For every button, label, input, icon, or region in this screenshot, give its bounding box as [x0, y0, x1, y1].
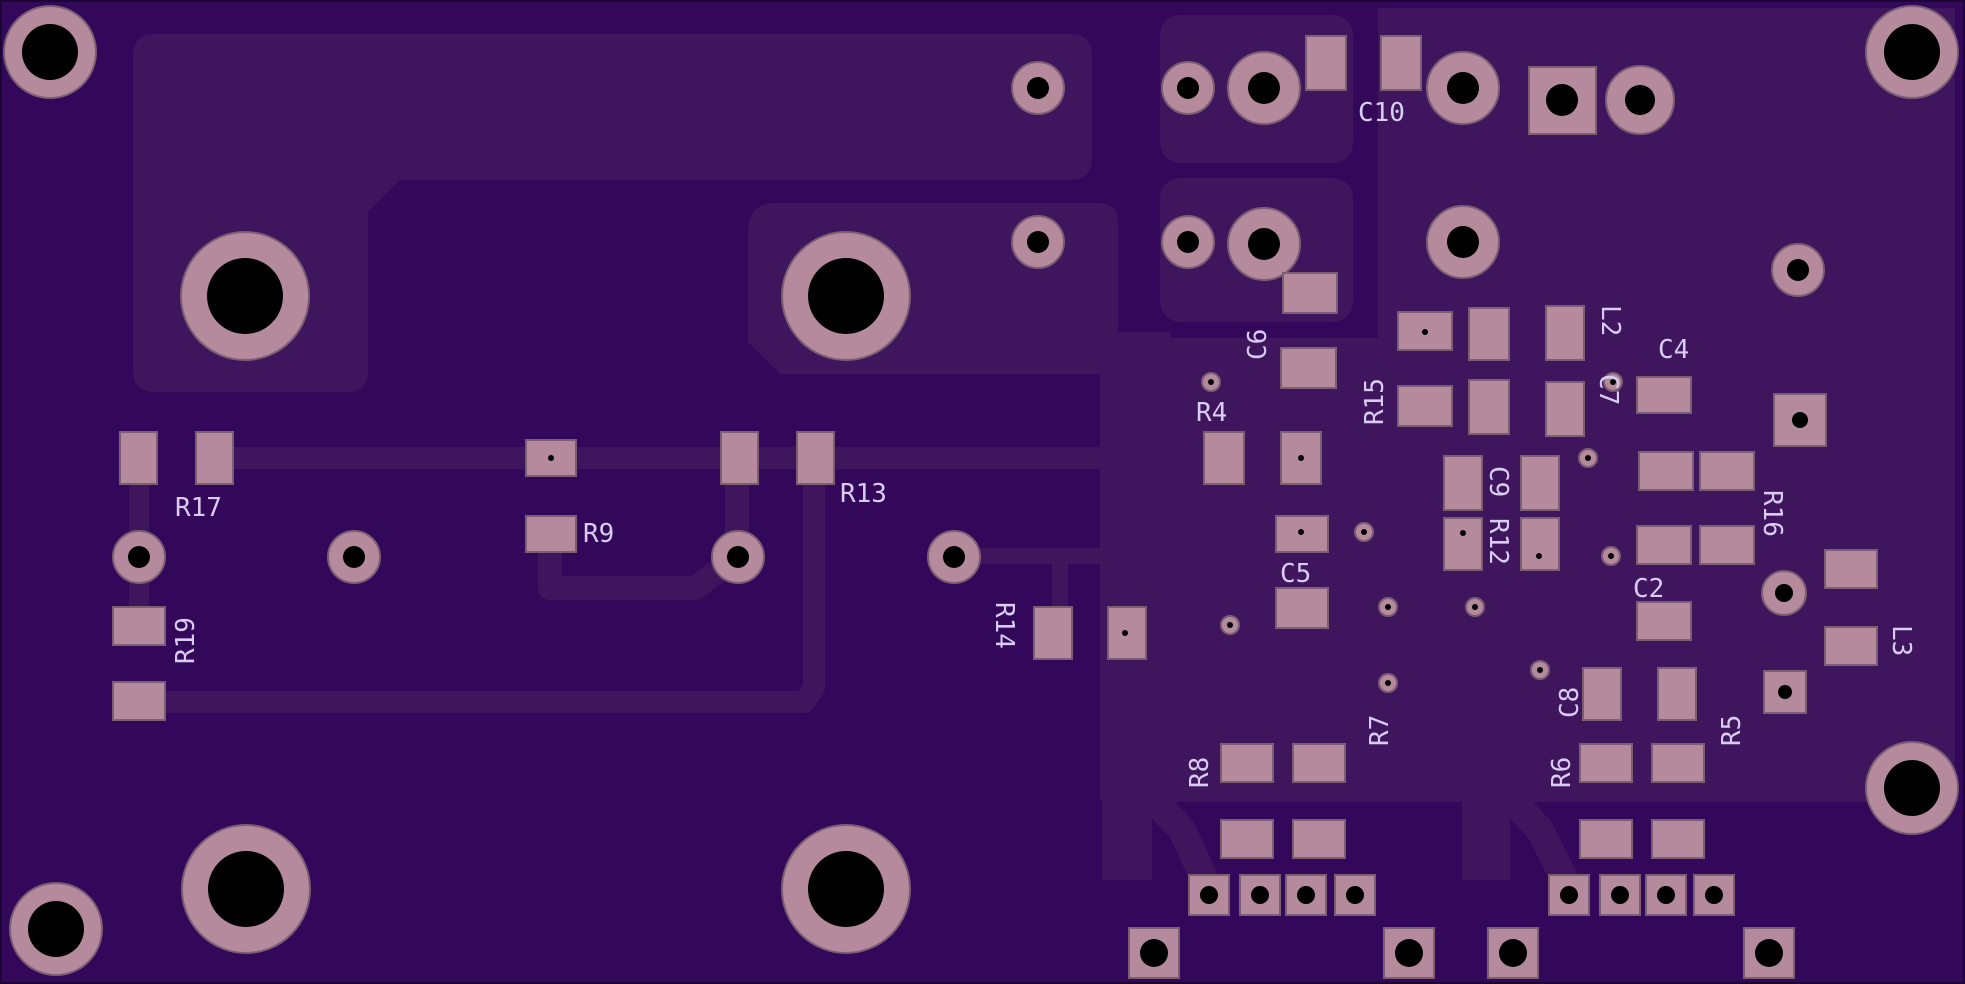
label-c2: C2 — [1633, 574, 1664, 604]
smd-c8-a — [1582, 667, 1622, 721]
trace-r19-r13 — [139, 447, 825, 713]
smd-r7-b — [1292, 819, 1346, 859]
smd-l3-b — [1824, 626, 1878, 666]
smd-c10-b — [1380, 35, 1422, 91]
pour-right-region — [1100, 8, 1955, 880]
smd-c9-b — [1520, 455, 1560, 511]
smd-c6-top — [1282, 272, 1338, 314]
smd-r15-d — [1468, 379, 1510, 435]
label-r19: R19 — [171, 617, 201, 664]
mounting-holes — [3, 5, 1959, 976]
label-c5: C5 — [1280, 559, 1311, 589]
trace-r9-loop — [538, 446, 749, 600]
pour-top-left — [133, 34, 1092, 392]
label-r6: R6 — [1547, 757, 1577, 788]
smd-c6 — [1280, 347, 1337, 389]
smd-r12-a — [1443, 517, 1483, 571]
smd-c2-c — [1636, 601, 1692, 641]
smd-r13-a — [720, 431, 759, 485]
label-r12: R12 — [1483, 518, 1513, 565]
smd-r7 — [1292, 743, 1346, 783]
label-r9: R9 — [583, 519, 614, 549]
label-r17: R17 — [175, 493, 222, 523]
smd-r14-a — [1033, 606, 1073, 660]
traces — [129, 91, 1885, 894]
smd-l2-a — [1545, 305, 1585, 361]
smd-r5-b — [1651, 819, 1705, 859]
smd-l2-b — [1545, 381, 1585, 437]
label-r5: R5 — [1717, 715, 1747, 746]
label-r4: R4 — [1196, 398, 1227, 428]
smd-c4 — [1636, 376, 1692, 414]
smd-r13-b — [796, 431, 835, 485]
via-drills — [548, 329, 1616, 686]
smd-r8 — [1220, 743, 1274, 783]
smd-l3-a — [1824, 549, 1878, 589]
label-c7: C7 — [1593, 374, 1623, 405]
trace-bottom-right — [1496, 784, 1579, 894]
round-pad-drills — [128, 72, 1809, 602]
smd-c10-a — [1305, 35, 1347, 91]
smd-c2-a — [1636, 525, 1692, 565]
smd-r6 — [1579, 743, 1633, 783]
mounting-hole-drills — [22, 24, 1940, 957]
smd-r19-a — [112, 606, 166, 646]
label-c10: C10 — [1358, 98, 1405, 128]
label-c4: C4 — [1658, 335, 1689, 365]
smd-r12-b — [1520, 517, 1560, 571]
smd-r17-a — [119, 431, 158, 485]
label-l3: L3 — [1886, 625, 1916, 656]
label-r16: R16 — [1757, 490, 1787, 537]
silkscreen-labels: C10 C6 C4 C7 C9 R12 C5 C2 C8 L2 L3 R4 R1… — [171, 98, 1916, 788]
smd-c8-b — [1657, 667, 1697, 721]
trace-c8 — [1535, 613, 1593, 675]
label-c8: C8 — [1555, 687, 1585, 718]
smd-c5-b — [1275, 587, 1329, 629]
smd-r15-c — [1468, 307, 1510, 361]
pad-sq-3 — [1763, 670, 1807, 714]
smd-r17-b — [195, 431, 234, 485]
smd-r6-b — [1579, 819, 1633, 859]
smd-r15-b — [1397, 385, 1453, 427]
smd-r19-b — [112, 681, 166, 721]
smd-r14-b — [1107, 606, 1147, 660]
label-r8: R8 — [1185, 757, 1215, 788]
smd-pads — [112, 35, 1878, 859]
label-r14: R14 — [989, 602, 1019, 649]
label-r13: R13 — [840, 479, 887, 509]
trace-bottom-left — [1138, 784, 1219, 894]
label-c6: C6 — [1243, 329, 1273, 360]
smd-r5 — [1651, 743, 1705, 783]
smd-r4-a — [1203, 431, 1245, 485]
smd-c9-a — [1443, 455, 1483, 511]
label-l2: L2 — [1595, 305, 1625, 336]
smd-r8-b — [1220, 819, 1274, 859]
smd-r16-b — [1699, 451, 1755, 491]
smd-r9-b — [525, 515, 577, 553]
label-r7: R7 — [1365, 715, 1395, 746]
smd-r16-a — [1638, 451, 1694, 491]
square-th-drills — [1140, 84, 1808, 967]
smd-c2-b — [1699, 525, 1755, 565]
label-c9: C9 — [1483, 466, 1513, 497]
label-r15: R15 — [1360, 378, 1390, 425]
